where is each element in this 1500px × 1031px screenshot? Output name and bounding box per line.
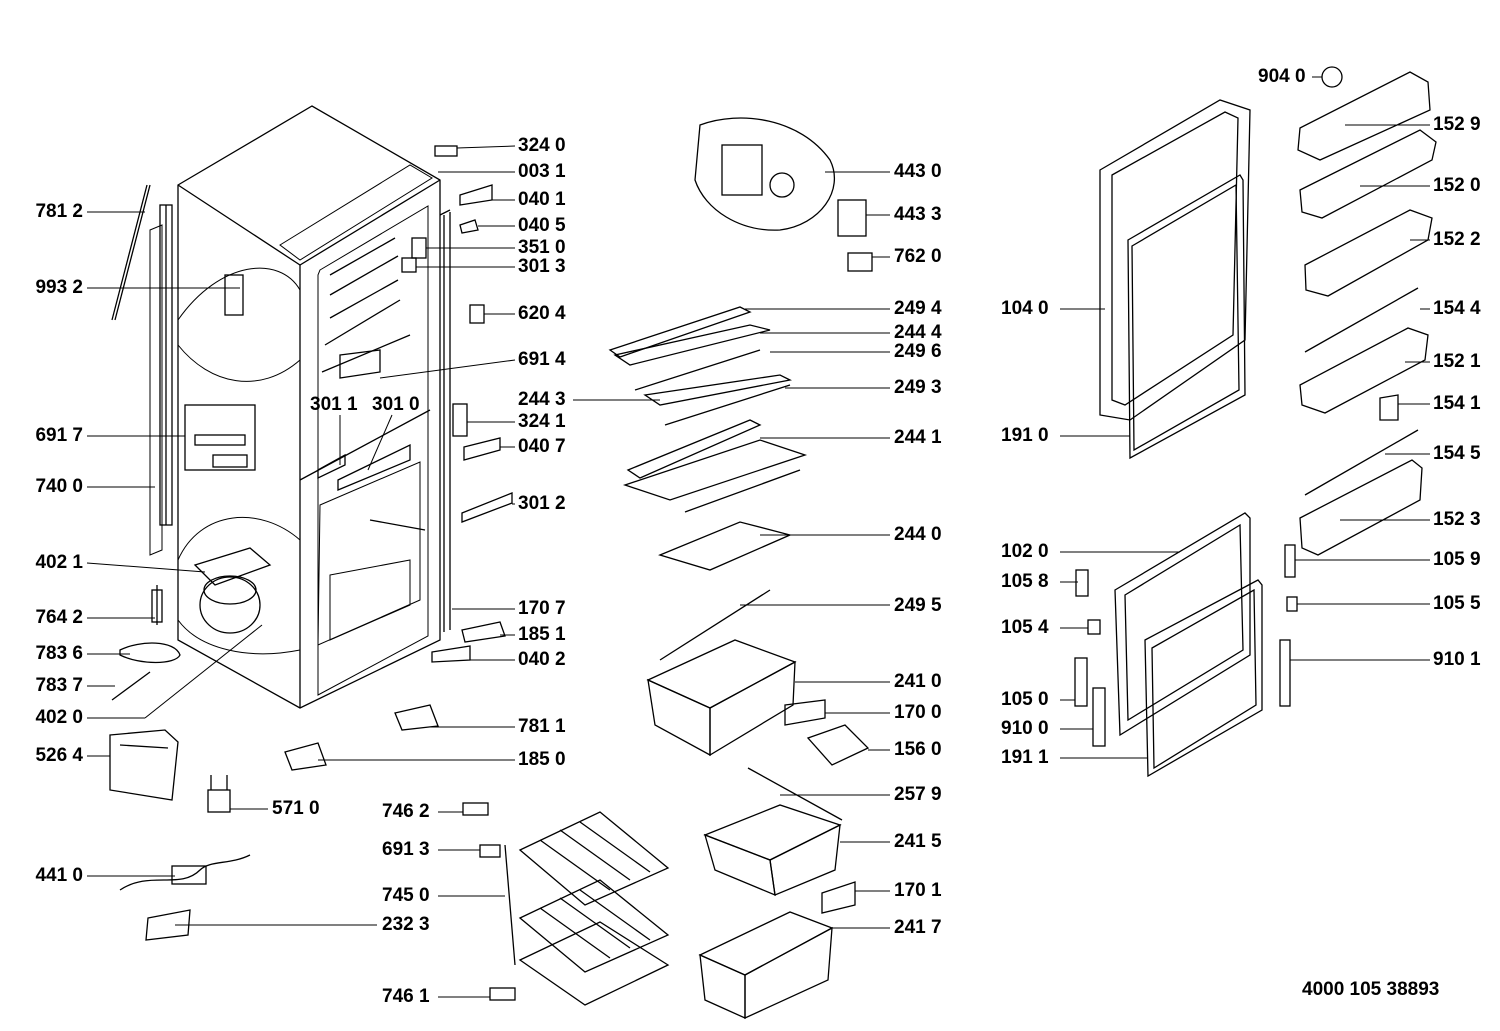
part-label-691-7: 691 7 bbox=[35, 425, 83, 446]
part-label-301-2: 301 2 bbox=[518, 493, 566, 514]
part-label-244-1: 244 1 bbox=[894, 427, 942, 448]
part-label-241-7: 241 7 bbox=[894, 917, 942, 938]
part-label-105-4: 105 4 bbox=[1001, 617, 1049, 638]
part-label-170-1: 170 1 bbox=[894, 880, 942, 901]
part-label-249-6: 249 6 bbox=[894, 341, 942, 362]
part-label-244-0: 244 0 bbox=[894, 524, 942, 545]
part-label-105-9: 105 9 bbox=[1433, 549, 1481, 570]
part-label-105-0: 105 0 bbox=[1001, 689, 1049, 710]
part-label-762-0: 762 0 bbox=[894, 246, 942, 267]
part-label-170-0: 170 0 bbox=[894, 702, 942, 723]
part-label-993-2: 993 2 bbox=[35, 277, 83, 298]
part-label-257-9: 257 9 bbox=[894, 784, 942, 805]
door-bins-drawing bbox=[1279, 66, 1437, 707]
part-label-324-0: 324 0 bbox=[518, 135, 566, 156]
part-label-191-0: 191 0 bbox=[1001, 425, 1049, 446]
part-label-910-0: 910 0 bbox=[1001, 718, 1049, 739]
part-label-301-1: 301 1 bbox=[310, 394, 358, 415]
part-label-249-4: 249 4 bbox=[894, 298, 942, 319]
crisper-drawers-drawing bbox=[698, 804, 856, 1020]
part-label-351-0: 351 0 bbox=[518, 237, 566, 258]
part-label-040-1: 040 1 bbox=[518, 189, 566, 210]
part-label-154-1: 154 1 bbox=[1433, 393, 1481, 414]
part-label-443-3: 443 3 bbox=[894, 204, 942, 225]
part-label-191-1: 191 1 bbox=[1001, 747, 1049, 768]
part-label-249-5: 249 5 bbox=[894, 595, 942, 616]
part-label-783-6: 783 6 bbox=[35, 643, 83, 664]
part-label-781-1: 781 1 bbox=[518, 716, 566, 737]
part-label-185-0: 185 0 bbox=[518, 749, 566, 770]
cabinet-body-drawing bbox=[177, 105, 451, 709]
part-label-241-0: 241 0 bbox=[894, 671, 942, 692]
part-label-152-3: 152 3 bbox=[1433, 509, 1481, 530]
freezer-door-drawing bbox=[1074, 512, 1263, 778]
part-label-526-4: 526 4 bbox=[35, 745, 83, 766]
part-label-691-4: 691 4 bbox=[518, 349, 566, 370]
part-label-324-1: 324 1 bbox=[518, 411, 566, 432]
part-label-156-0: 156 0 bbox=[894, 739, 942, 760]
part-label-691-3: 691 3 bbox=[382, 839, 430, 860]
part-label-441-0: 441 0 bbox=[35, 865, 83, 886]
fridge-door-drawing bbox=[1099, 99, 1251, 460]
part-label-783-7: 783 7 bbox=[35, 675, 83, 696]
part-label-740-0: 740 0 bbox=[35, 476, 83, 497]
part-label-781-2: 781 2 bbox=[35, 201, 83, 222]
part-label-104-0: 104 0 bbox=[1001, 298, 1049, 319]
part-label-154-4: 154 4 bbox=[1433, 298, 1481, 319]
part-label-244-3: 244 3 bbox=[518, 389, 566, 410]
part-label-402-0: 402 0 bbox=[35, 707, 83, 728]
part-label-152-0: 152 0 bbox=[1433, 175, 1481, 196]
part-label-040-5: 040 5 bbox=[518, 215, 566, 236]
part-label-241-5: 241 5 bbox=[894, 831, 942, 852]
part-label-244-4: 244 4 bbox=[894, 322, 942, 343]
part-label-170-7: 170 7 bbox=[518, 598, 566, 619]
condenser-drawing bbox=[111, 184, 173, 556]
part-label-102-0: 102 0 bbox=[1001, 541, 1049, 562]
part-label-746-1: 746 1 bbox=[382, 986, 430, 1007]
part-label-154-5: 154 5 bbox=[1433, 443, 1481, 464]
power-cord-drawing bbox=[119, 854, 251, 941]
part-label-571-0: 571 0 bbox=[272, 798, 320, 819]
freezer-drawer-drawing bbox=[646, 639, 870, 821]
part-label-105-5: 105 5 bbox=[1433, 593, 1481, 614]
part-label-910-1: 910 1 bbox=[1433, 649, 1481, 670]
part-label-745-0: 745 0 bbox=[382, 885, 430, 906]
small-components-drawing bbox=[184, 145, 513, 771]
part-label-443-0: 443 0 bbox=[894, 161, 942, 182]
part-label-746-2: 746 2 bbox=[382, 801, 430, 822]
wire-racks-drawing bbox=[462, 802, 670, 1006]
part-label-185-1: 185 1 bbox=[518, 624, 566, 645]
part-label-249-3: 249 3 bbox=[894, 377, 942, 398]
thermostat-group-drawing bbox=[694, 117, 873, 272]
part-label-232-3: 232 3 bbox=[382, 914, 430, 935]
compressor-drawing bbox=[109, 547, 272, 813]
part-label-040-2: 040 2 bbox=[518, 649, 566, 670]
part-label-301-0: 301 0 bbox=[372, 394, 420, 415]
part-label-003-1: 003 1 bbox=[518, 161, 566, 182]
leader-lines bbox=[86, 76, 1430, 998]
part-label-040-7: 040 7 bbox=[518, 436, 566, 457]
part-label-620-4: 620 4 bbox=[518, 303, 566, 324]
part-label-402-1: 402 1 bbox=[35, 552, 83, 573]
part-label-152-1: 152 1 bbox=[1433, 351, 1481, 372]
part-label-152-2: 152 2 bbox=[1433, 229, 1481, 250]
part-label-301-3: 301 3 bbox=[518, 256, 566, 277]
glass-shelves-drawing bbox=[608, 306, 808, 661]
part-label-764-2: 764 2 bbox=[35, 607, 83, 628]
part-label-904-0: 904 0 bbox=[1258, 66, 1306, 87]
document-number: 4000 105 38893 bbox=[1302, 979, 1440, 1000]
part-label-152-9: 152 9 bbox=[1433, 114, 1481, 135]
part-label-105-8: 105 8 bbox=[1001, 571, 1049, 592]
